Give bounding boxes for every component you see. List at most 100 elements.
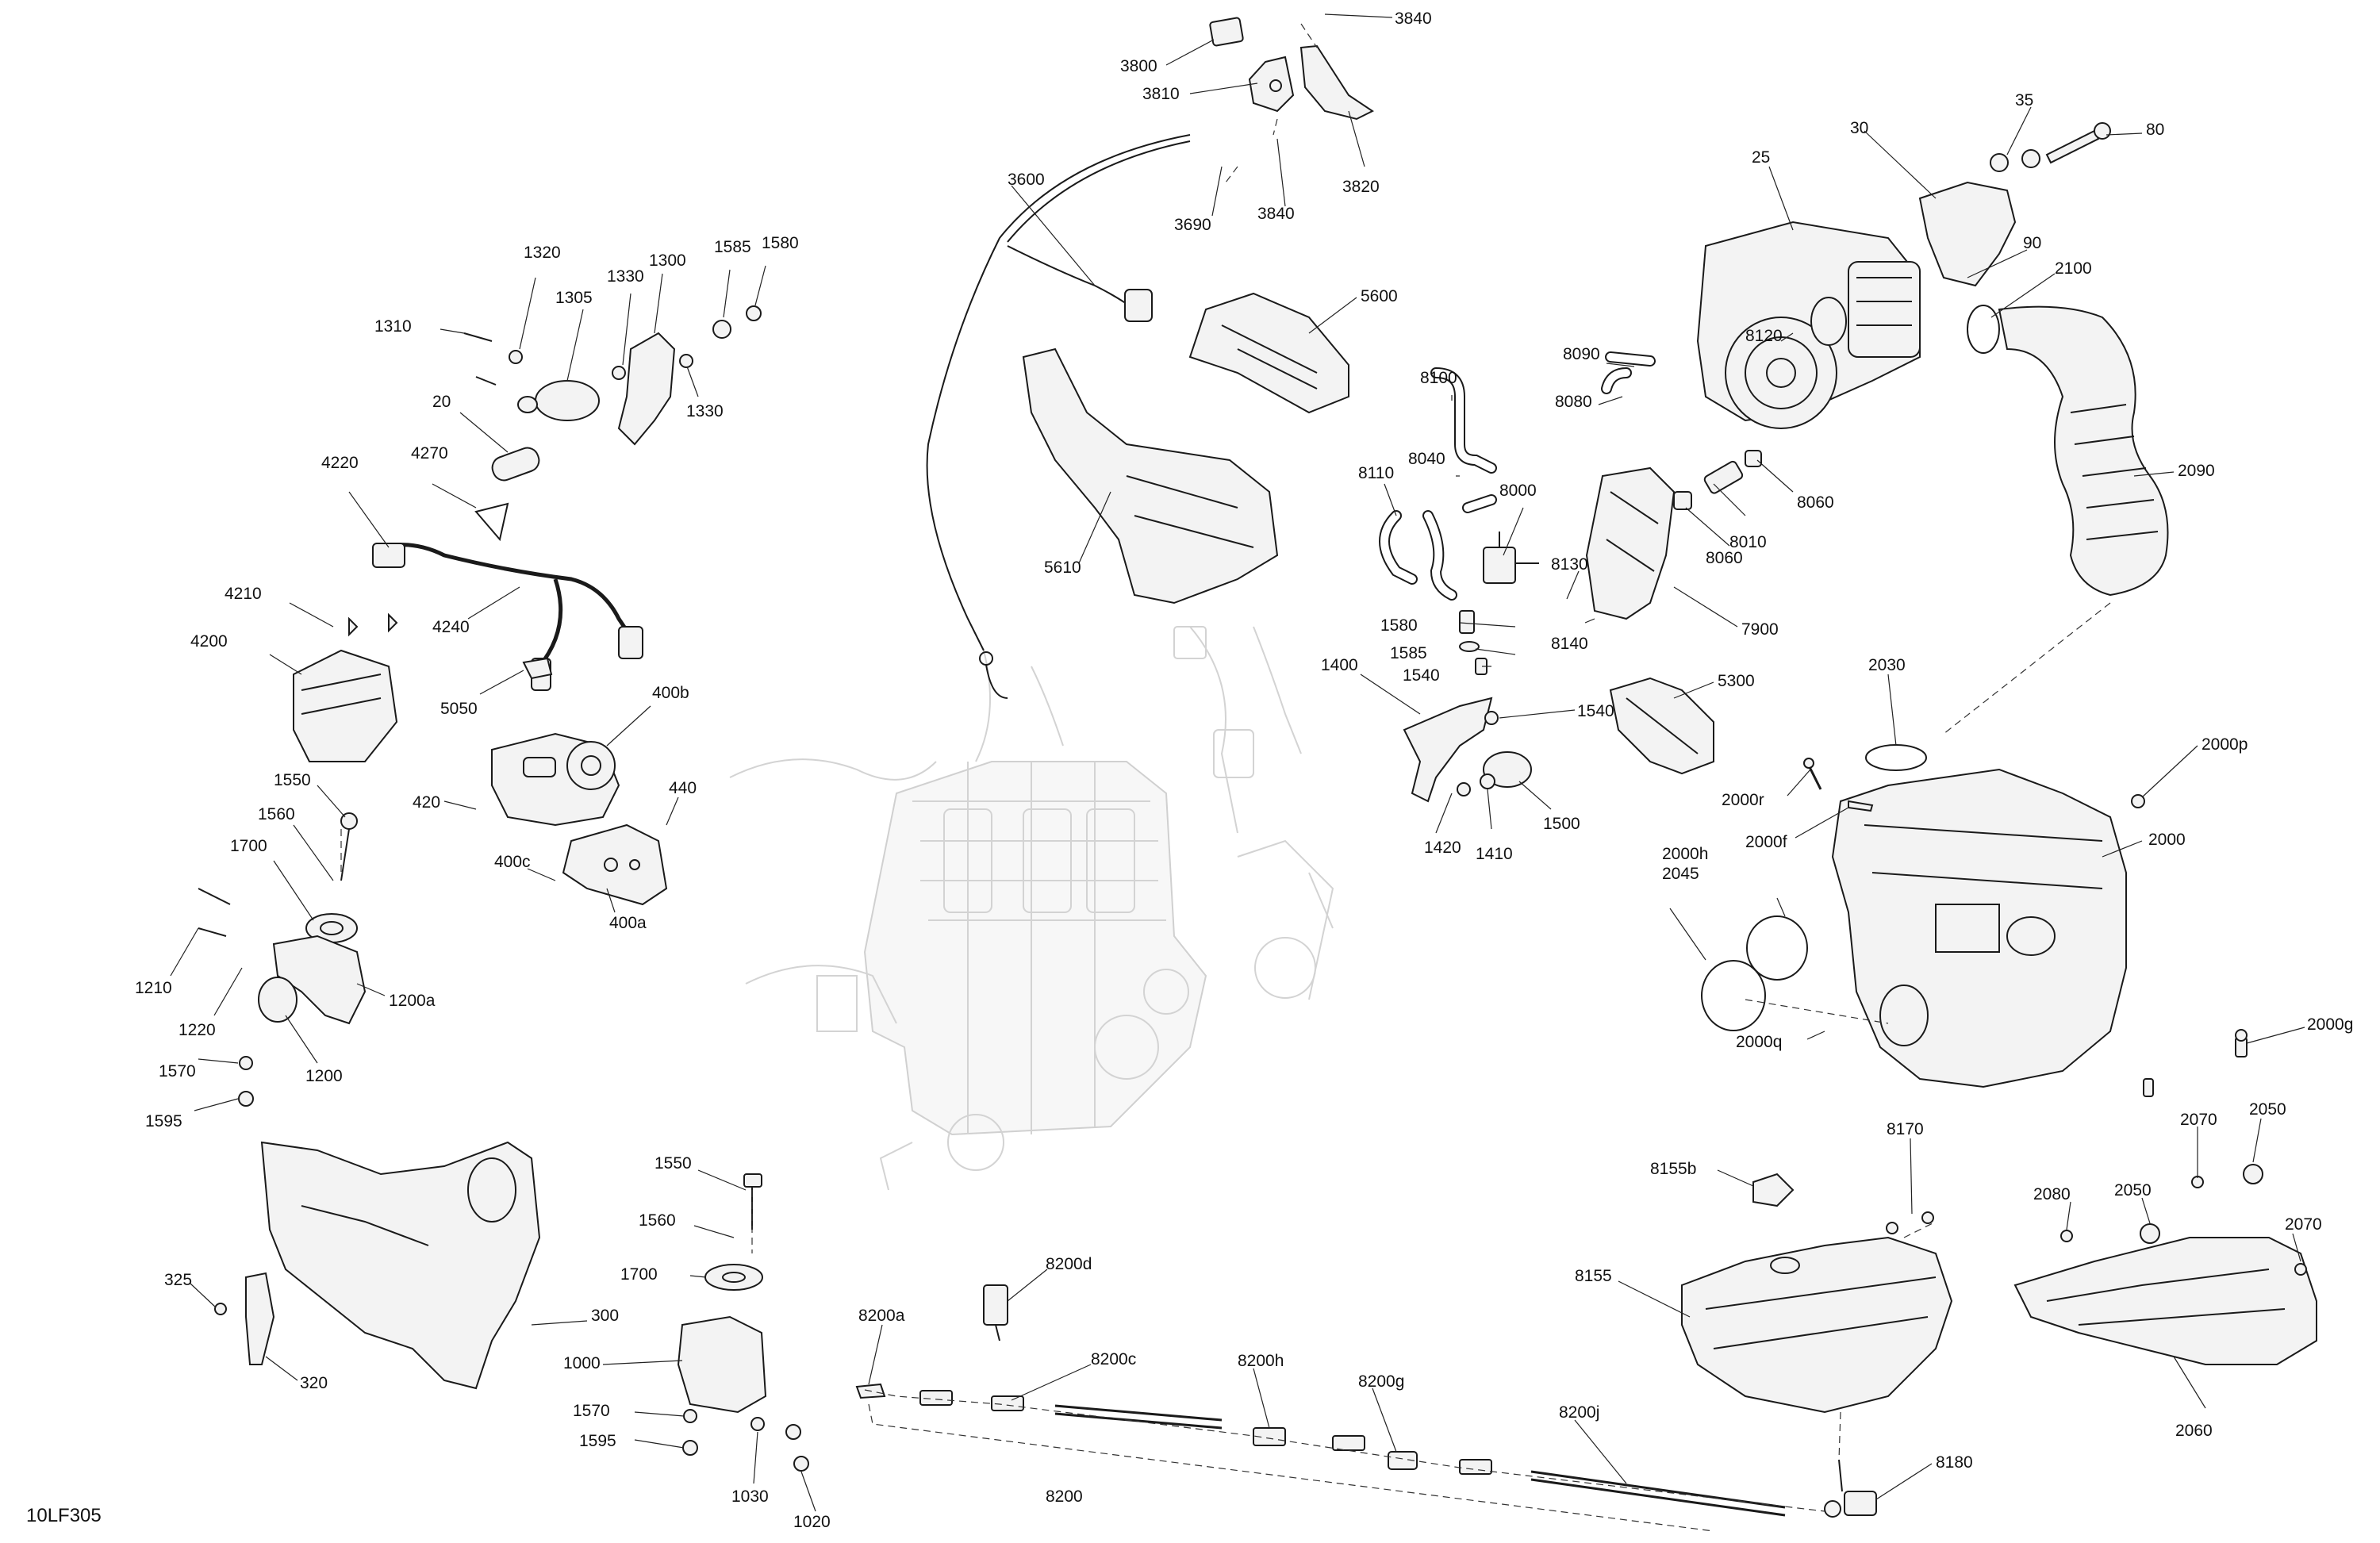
callout-2100: 2100: [2055, 259, 2092, 278]
callout-1550-bottom: 1550: [654, 1154, 692, 1173]
callout-30: 30: [1850, 119, 1868, 137]
belt-guard-300: [260, 1141, 541, 1390]
callout-1595-bottom: 1595: [579, 1432, 616, 1450]
callout-1700-left: 1700: [230, 837, 267, 855]
bolt-80: [2045, 122, 2111, 164]
engine-mount-1000: [677, 1173, 809, 1472]
callout-8200: 8200: [1046, 1487, 1083, 1506]
callout-1310: 1310: [374, 317, 412, 336]
bracket-400a: [562, 823, 668, 906]
callout-4240: 4240: [432, 618, 470, 636]
callout-8100: 8100: [1420, 369, 1457, 387]
clamp-2030: [1865, 744, 1927, 771]
sensor-5050: [522, 657, 553, 680]
callout-1585-mid: 1585: [1390, 644, 1427, 662]
callout-8120: 8120: [1745, 327, 1783, 345]
callout-2050-upper: 2050: [2249, 1100, 2286, 1119]
callout-4210: 4210: [225, 585, 262, 603]
callout-1330-upper: 1330: [607, 267, 644, 286]
callout-20: 20: [432, 393, 451, 411]
callout-1700-bottom: 1700: [620, 1265, 658, 1284]
callout-2000r: 2000r: [1722, 791, 1764, 809]
callout-400a: 400a: [609, 914, 647, 932]
callout-1220: 1220: [178, 1021, 216, 1039]
callout-3810: 3810: [1142, 85, 1180, 103]
callout-labels: 3840 3800 3810 3820 3840 3690 3600 5600 …: [135, 10, 2353, 1531]
callout-1200a: 1200a: [389, 992, 436, 1010]
bracket-320: [214, 1272, 275, 1365]
callout-1585-upper: 1585: [714, 238, 751, 256]
callout-8200a: 8200a: [858, 1307, 905, 1325]
bracket-30: [1918, 181, 2017, 287]
callout-1595-left: 1595: [145, 1112, 182, 1130]
nuts-35: [1990, 149, 2040, 172]
callout-8200c: 8200c: [1091, 1350, 1136, 1368]
parts-2000r-2000f: [1803, 758, 1874, 812]
callout-8000: 8000: [1499, 482, 1537, 500]
callout-2000g: 2000g: [2307, 1015, 2353, 1034]
callout-8170: 8170: [1887, 1120, 1924, 1138]
intake-hose-2090: [1998, 305, 2169, 597]
callout-8180: 8180: [1936, 1453, 1973, 1472]
callout-2000f: 2000f: [1745, 833, 1787, 851]
callout-25: 25: [1752, 148, 1770, 167]
tube-8200-assembly: [855, 1284, 1786, 1517]
callout-3690: 3690: [1174, 216, 1211, 234]
callout-4200: 4200: [190, 632, 228, 651]
tensioner-400b: [491, 732, 620, 827]
callout-1550-left: 1550: [274, 771, 311, 789]
plate-7900: [1585, 466, 1676, 620]
leader-lines: [170, 13, 2305, 1512]
callout-2070-upper: 2070: [2180, 1111, 2217, 1129]
heat-shield-5610: [1022, 347, 1279, 605]
callout-400c: 400c: [494, 853, 531, 871]
callout-35: 35: [2015, 91, 2033, 109]
callout-80: 80: [2146, 121, 2164, 139]
callout-2070-lower: 2070: [2285, 1215, 2322, 1234]
clamps-2000h-2045: [1701, 915, 1808, 1031]
ignition-harness-4220: [372, 502, 643, 691]
callout-5050: 5050: [440, 700, 478, 718]
callout-2000h: 2000h: [1662, 845, 1708, 863]
throttle-cable-3600: [926, 134, 1191, 699]
callout-8130: 8130: [1551, 555, 1588, 574]
callout-8155b: 8155b: [1650, 1160, 1696, 1178]
callout-3840: 3840: [1395, 10, 1432, 28]
callout-1540-left: 1540: [1403, 666, 1440, 685]
callout-1300: 1300: [649, 251, 686, 270]
callout-3600: 3600: [1008, 171, 1045, 189]
clamp-2100: [1967, 305, 2000, 354]
callout-2000: 2000: [2148, 831, 2186, 849]
callout-8040: 8040: [1408, 450, 1445, 468]
tray-2060: [2013, 1078, 2317, 1365]
callout-1500: 1500: [1543, 815, 1580, 833]
callout-8155: 8155: [1575, 1267, 1612, 1285]
callout-2080: 2080: [2033, 1185, 2071, 1203]
callout-2030: 2030: [1868, 656, 1906, 674]
callout-90: 90: [2023, 234, 2041, 252]
ignition-coil-4200: [293, 612, 398, 762]
sensor-2000g: [2235, 1029, 2248, 1057]
callout-5600: 5600: [1361, 287, 1398, 305]
assembly-dashed-lines: [340, 23, 2111, 1532]
callout-2000p: 2000p: [2202, 735, 2248, 754]
callout-8080: 8080: [1555, 393, 1592, 411]
heat-shield-5600: [1188, 292, 1349, 414]
callout-320: 320: [300, 1374, 328, 1392]
turbocharger-25: [1696, 221, 1921, 429]
callout-3820: 3820: [1342, 178, 1380, 196]
throttle-bracket-group: [1209, 17, 1374, 121]
callout-1560-bottom: 1560: [639, 1211, 676, 1230]
callout-1400: 1400: [1321, 656, 1358, 674]
callout-1030: 1030: [731, 1487, 769, 1506]
callout-1020: 1020: [793, 1513, 831, 1531]
callout-5610: 5610: [1044, 558, 1081, 577]
callout-2090: 2090: [2178, 462, 2215, 480]
callout-8140: 8140: [1551, 635, 1588, 653]
callout-3840-lower: 3840: [1257, 205, 1295, 223]
boost-hoses-8000: [1379, 351, 1656, 601]
cover-5300: [1609, 677, 1714, 775]
callout-2060: 2060: [2175, 1422, 2213, 1440]
diagram-reference-code: 10LF305: [26, 1505, 102, 1526]
